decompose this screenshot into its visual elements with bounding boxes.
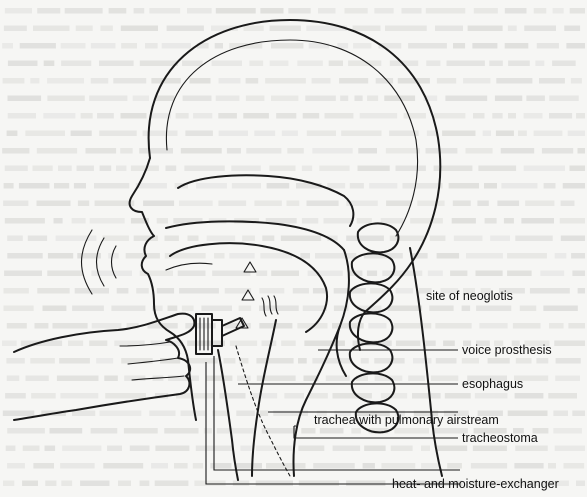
label-hme: heat- and moisture-exchanger — [392, 477, 559, 491]
cervical-vertebrae — [350, 223, 399, 432]
neoglottis-lines — [262, 296, 278, 316]
label-trachea: trachea with pulmonary airstream — [314, 413, 499, 427]
mouth-floor — [166, 263, 212, 270]
esophagus-back-wall — [294, 326, 341, 476]
neck-back-line — [410, 248, 442, 476]
label-esophagus: esophagus — [462, 377, 523, 391]
face-profile — [130, 158, 196, 420]
trachea-front-wall — [218, 350, 238, 480]
label-site-of-neoglotis: site of neoglotis — [426, 289, 513, 303]
sound-waves-icon — [82, 230, 117, 294]
pharynx-wall — [337, 250, 349, 376]
skull-outline — [149, 20, 441, 350]
hand-finger-lines — [120, 342, 184, 380]
label-tracheostoma: tracheostoma — [462, 431, 538, 445]
nasal-cavity-outline — [178, 175, 353, 226]
brain-inner-outline — [166, 40, 417, 236]
label-voice-prosthesis: voice prosthesis — [462, 343, 552, 357]
hme-device — [196, 314, 212, 354]
trachea-inner-dashed — [236, 346, 290, 476]
esophagus-front-wall — [252, 320, 276, 476]
